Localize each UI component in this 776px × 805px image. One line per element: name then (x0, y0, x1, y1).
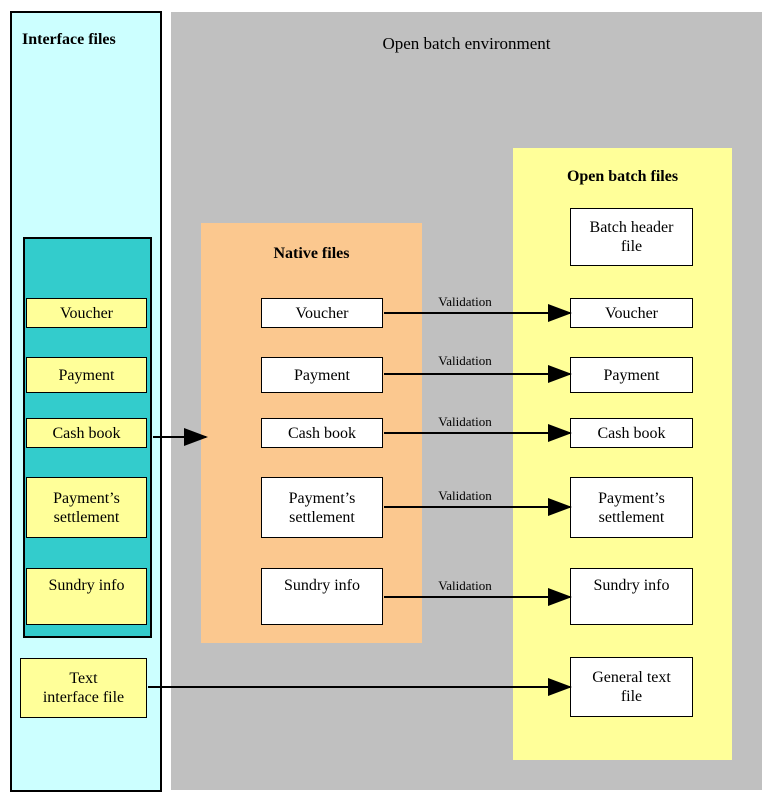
native-payments-settlement-box: Payment’s settlement (261, 477, 383, 538)
interface-voucher-label: Voucher (59, 304, 114, 322)
text-interface-file-box: Text interface file (20, 658, 147, 718)
openbatch-sundry-info-label: Sundry info (593, 577, 670, 594)
validation-label-cash-book: Validation (438, 414, 492, 429)
openbatch-voucher-label: Voucher (604, 304, 659, 322)
batch-header-file-label: Batch header file (589, 219, 674, 255)
open-batch-environment-title: Open batch environment (382, 34, 551, 53)
native-voucher-label: Voucher (295, 304, 349, 322)
openbatch-payments-settlement-label: Payment’s settlement (598, 489, 665, 526)
native-payment-box: Payment (261, 357, 383, 393)
native-files-title: Native files (273, 245, 350, 262)
batch-header-file-box: Batch header file (570, 208, 693, 266)
open-batch-files-title: Open batch files (566, 168, 679, 185)
interface-files-title: Interface files (22, 31, 116, 48)
interface-cash-book-box: Cash book (26, 418, 147, 448)
validation-label-payments-settlement: Validation (438, 488, 492, 503)
interface-sundry-info-label: Sundry info (48, 577, 125, 594)
openbatch-sundry-info-box: Sundry info (570, 568, 693, 625)
native-sundry-info-label: Sundry info (284, 577, 360, 594)
validation-label-voucher: Validation (438, 294, 492, 309)
interface-voucher-box: Voucher (26, 298, 147, 328)
openbatch-cash-book-box: Cash book (570, 418, 693, 448)
validation-label-payment: Validation (438, 353, 492, 368)
native-voucher-box: Voucher (261, 298, 383, 328)
openbatch-payment-box: Payment (570, 357, 693, 393)
interface-sundry-info-box: Sundry info (26, 568, 147, 625)
native-cash-book-box: Cash book (261, 418, 383, 448)
interface-cash-book-label: Cash book (52, 424, 121, 442)
text-interface-file-label: Text interface file (42, 670, 125, 706)
interface-payments-settlement-box: Payment’s settlement (26, 477, 147, 538)
native-sundry-info-box: Sundry info (261, 568, 383, 625)
openbatch-payment-label: Payment (603, 366, 660, 384)
general-text-file-box: General text file (570, 657, 693, 717)
openbatch-payments-settlement-box: Payment’s settlement (570, 477, 693, 538)
native-payments-settlement-label: Payment’s settlement (288, 489, 356, 526)
interface-payments-settlement-label: Payment’s settlement (53, 489, 120, 526)
native-payment-label: Payment (294, 366, 350, 384)
openbatch-cash-book-label: Cash book (597, 424, 666, 442)
interface-payment-box: Payment (26, 357, 147, 393)
general-text-file-label: General text file (592, 669, 671, 705)
openbatch-voucher-box: Voucher (570, 298, 693, 328)
interface-payment-label: Payment (58, 366, 115, 384)
validation-label-sundry-info: Validation (438, 578, 492, 593)
native-cash-book-label: Cash book (288, 424, 356, 442)
